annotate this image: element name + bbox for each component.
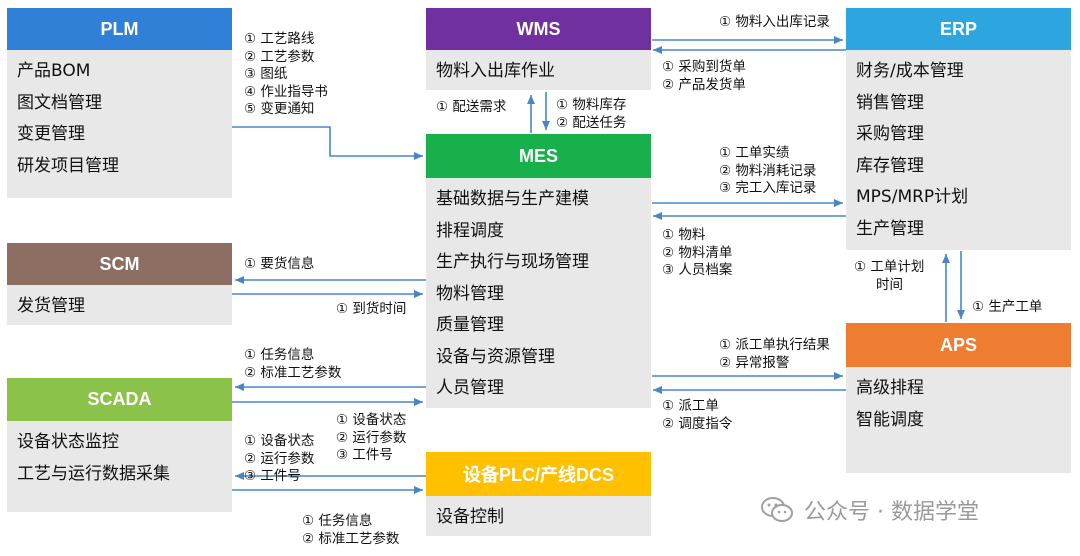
plm-header: PLM	[7, 8, 232, 50]
erp-item: 销售管理	[856, 92, 924, 113]
scm-header: SCM	[7, 243, 232, 285]
wms-box: WMS 物料入出库作业	[426, 8, 651, 90]
mes-item: 人员管理	[436, 378, 504, 398]
aps-item: 高级排程	[856, 378, 924, 398]
mes-item: 生产执行与现场管理	[436, 252, 589, 272]
erp-item: 财务/成本管理	[856, 61, 964, 81]
watermark-text: 公众号 · 数据学堂	[804, 500, 979, 525]
watermark: 公众号 · 数据学堂	[760, 494, 979, 526]
plm-item: 变更管理	[17, 124, 85, 144]
mes-item: 设备与资源管理	[436, 346, 555, 367]
scada-item: 工艺与运行数据采集	[17, 463, 170, 484]
scm-box: SCM 发货管理	[7, 243, 232, 325]
label-scm-to-mes: ① 到货时间	[336, 301, 407, 317]
label-wms-to-erp: ① 物料入出库记录	[719, 14, 830, 30]
plc-item: 设备控制	[436, 507, 504, 527]
scm-item: 发货管理	[17, 296, 85, 316]
erp-item: 生产管理	[856, 218, 924, 239]
scada-box: SCADA 设备状态监控 工艺与运行数据采集	[7, 378, 232, 512]
aps-header: APS	[846, 323, 1071, 367]
arrow-plm-to-mes	[232, 126, 423, 160]
mes-item: 排程调度	[436, 220, 504, 241]
aps-box: APS 高级排程 智能调度	[846, 323, 1071, 473]
mes-item: 质量管理	[436, 315, 504, 335]
plm-box: PLM 产品BOM 图文档管理 变更管理 研发项目管理	[7, 8, 232, 198]
erp-item: 采购管理	[856, 124, 924, 144]
plm-item: 产品BOM	[17, 61, 91, 81]
erp-item: 库存管理	[856, 155, 924, 176]
aps-item: 智能调度	[856, 409, 924, 430]
erp-item: MPS/MRP计划	[856, 187, 969, 207]
plc-box: 设备PLC/产线DCS 设备控制	[426, 452, 651, 536]
scada-item: 设备状态监控	[17, 432, 119, 452]
erp-box: ERP 财务/成本管理 销售管理 采购管理 库存管理 MPS/MRP计划 生产管…	[846, 8, 1071, 250]
erp-header: ERP	[846, 8, 1071, 50]
plm-item: 图文档管理	[17, 92, 102, 113]
label-mes-to-wms: ① 配送需求	[436, 99, 507, 115]
mes-item: 物料管理	[436, 283, 504, 304]
label-erp-to-aps: ① 生产工单	[972, 299, 1043, 315]
wms-header: WMS	[426, 8, 651, 50]
plc-header: 设备PLC/产线DCS	[426, 452, 651, 496]
plm-item: 研发项目管理	[17, 155, 119, 176]
mes-header: MES	[426, 134, 651, 178]
mes-box: MES 基础数据与生产建模 排程调度 生产执行与现场管理 物料管理 质量管理 设…	[426, 134, 651, 408]
label-mes-to-scm: ① 要货信息	[244, 256, 315, 272]
wechat-icon	[761, 497, 793, 522]
scada-header: SCADA	[7, 378, 232, 421]
label-aps-to-erp: ① 工单计划时间	[854, 259, 925, 293]
mes-item: 基础数据与生产建模	[436, 189, 589, 209]
wms-item: 物料入出库作业	[436, 61, 555, 81]
